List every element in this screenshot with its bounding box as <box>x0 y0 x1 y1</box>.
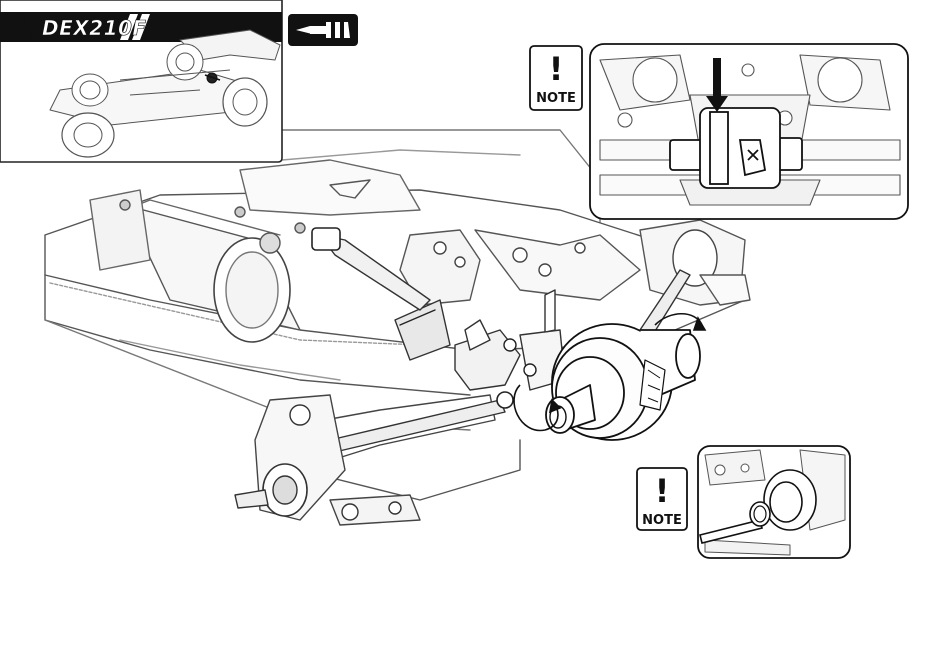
screwdriver-icon <box>288 14 358 46</box>
note-badge: ! NOTE <box>530 46 582 110</box>
note-exclamation: ! <box>549 50 564 88</box>
detail-inset-top <box>590 44 908 219</box>
note-exclamation: ! <box>655 472 670 510</box>
differential-assembly <box>546 324 700 440</box>
model-overview-inset: DEX210F <box>0 0 282 162</box>
detail-inset-bottom <box>698 446 850 558</box>
wheel-hub <box>235 395 345 520</box>
note-label: NOTE <box>642 513 682 528</box>
note-label: NOTE <box>536 91 576 106</box>
note-badge: ! NOTE <box>637 468 687 530</box>
model-name: DEX210F <box>42 16 147 40</box>
